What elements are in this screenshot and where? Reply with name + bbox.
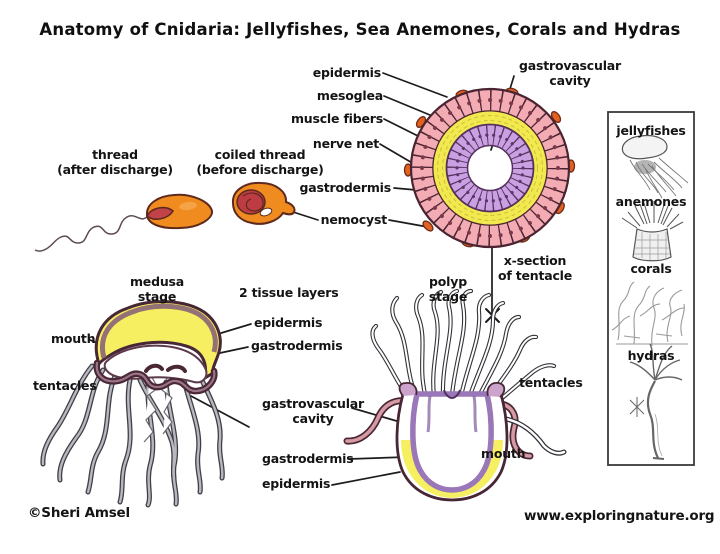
tentacle-cross-section-drawing xyxy=(403,87,576,249)
nematocyst-coiled-drawing xyxy=(231,181,296,225)
label-two-tissue-layers: 2 tissue layers xyxy=(239,285,339,300)
label-xs-mesoglea: mesoglea xyxy=(316,88,383,103)
label-xs-gastrodermis: gastrodermis xyxy=(299,180,392,195)
page-title: Anatomy of Cnidaria: Jellyfishes, Sea An… xyxy=(39,20,681,39)
label-xs-muscle-fibers: muscle fibers xyxy=(290,111,383,126)
coral-sketch xyxy=(611,281,688,347)
jellyfish-sketch xyxy=(621,134,689,199)
hydra-sketch xyxy=(629,343,683,460)
polyp-side-arms xyxy=(343,397,567,460)
credit-text: ©Sheri Amsel xyxy=(28,505,130,521)
polyp-drawing xyxy=(343,288,567,502)
sidebar-label-hydras: hydras xyxy=(627,348,675,363)
label-xs-nerve-net: nerve net xyxy=(312,136,379,151)
label-thread-after-discharge: thread (after discharge) xyxy=(57,147,173,177)
label-polyp-tentacles: tentacles xyxy=(519,375,583,390)
label-polyp-epidermis: epidermis xyxy=(262,476,331,491)
anemone-sketch xyxy=(621,201,684,262)
label-xs-nemocyst: nemocyst xyxy=(320,212,388,227)
polyp-tentacles xyxy=(370,288,557,409)
label-polyp-stage: polyp stage xyxy=(428,274,468,304)
nematocyst-discharged-drawing xyxy=(34,193,213,252)
label-polyp-gastrodermis: gastrodermis xyxy=(262,451,354,466)
label-polyp-mouth: mouth xyxy=(481,446,526,461)
label-tissue-epidermis: epidermis xyxy=(254,315,323,330)
sidebar-label-anemones: anemones xyxy=(615,194,687,209)
label-medusa-stage: medusa stage xyxy=(129,274,185,304)
sidebar-box xyxy=(607,111,695,466)
label-tissue-gastrodermis: gastrodermis xyxy=(251,338,343,353)
sidebar-label-corals: corals xyxy=(630,261,672,276)
sidebar-label-jellyfishes: jellyfishes xyxy=(616,123,686,138)
medusa-tentacles xyxy=(40,363,225,508)
label-medusa-mouth: mouth xyxy=(51,331,96,346)
label-medusa-tentacles: tentacles xyxy=(33,378,97,393)
medusa-drawing xyxy=(40,300,225,508)
label-xs-epidermis: epidermis xyxy=(312,65,381,80)
label-xs-gastrovascular-cavity: gastrovascular cavity xyxy=(519,58,621,88)
website-text: www.exploringnature.org xyxy=(524,508,715,524)
label-gastrovascular-cavity: gastrovascular cavity xyxy=(262,396,364,426)
label-x-section-of-tentacle: x-section of tentacle xyxy=(497,253,573,283)
label-coiled-thread: coiled thread (before discharge) xyxy=(196,147,324,177)
